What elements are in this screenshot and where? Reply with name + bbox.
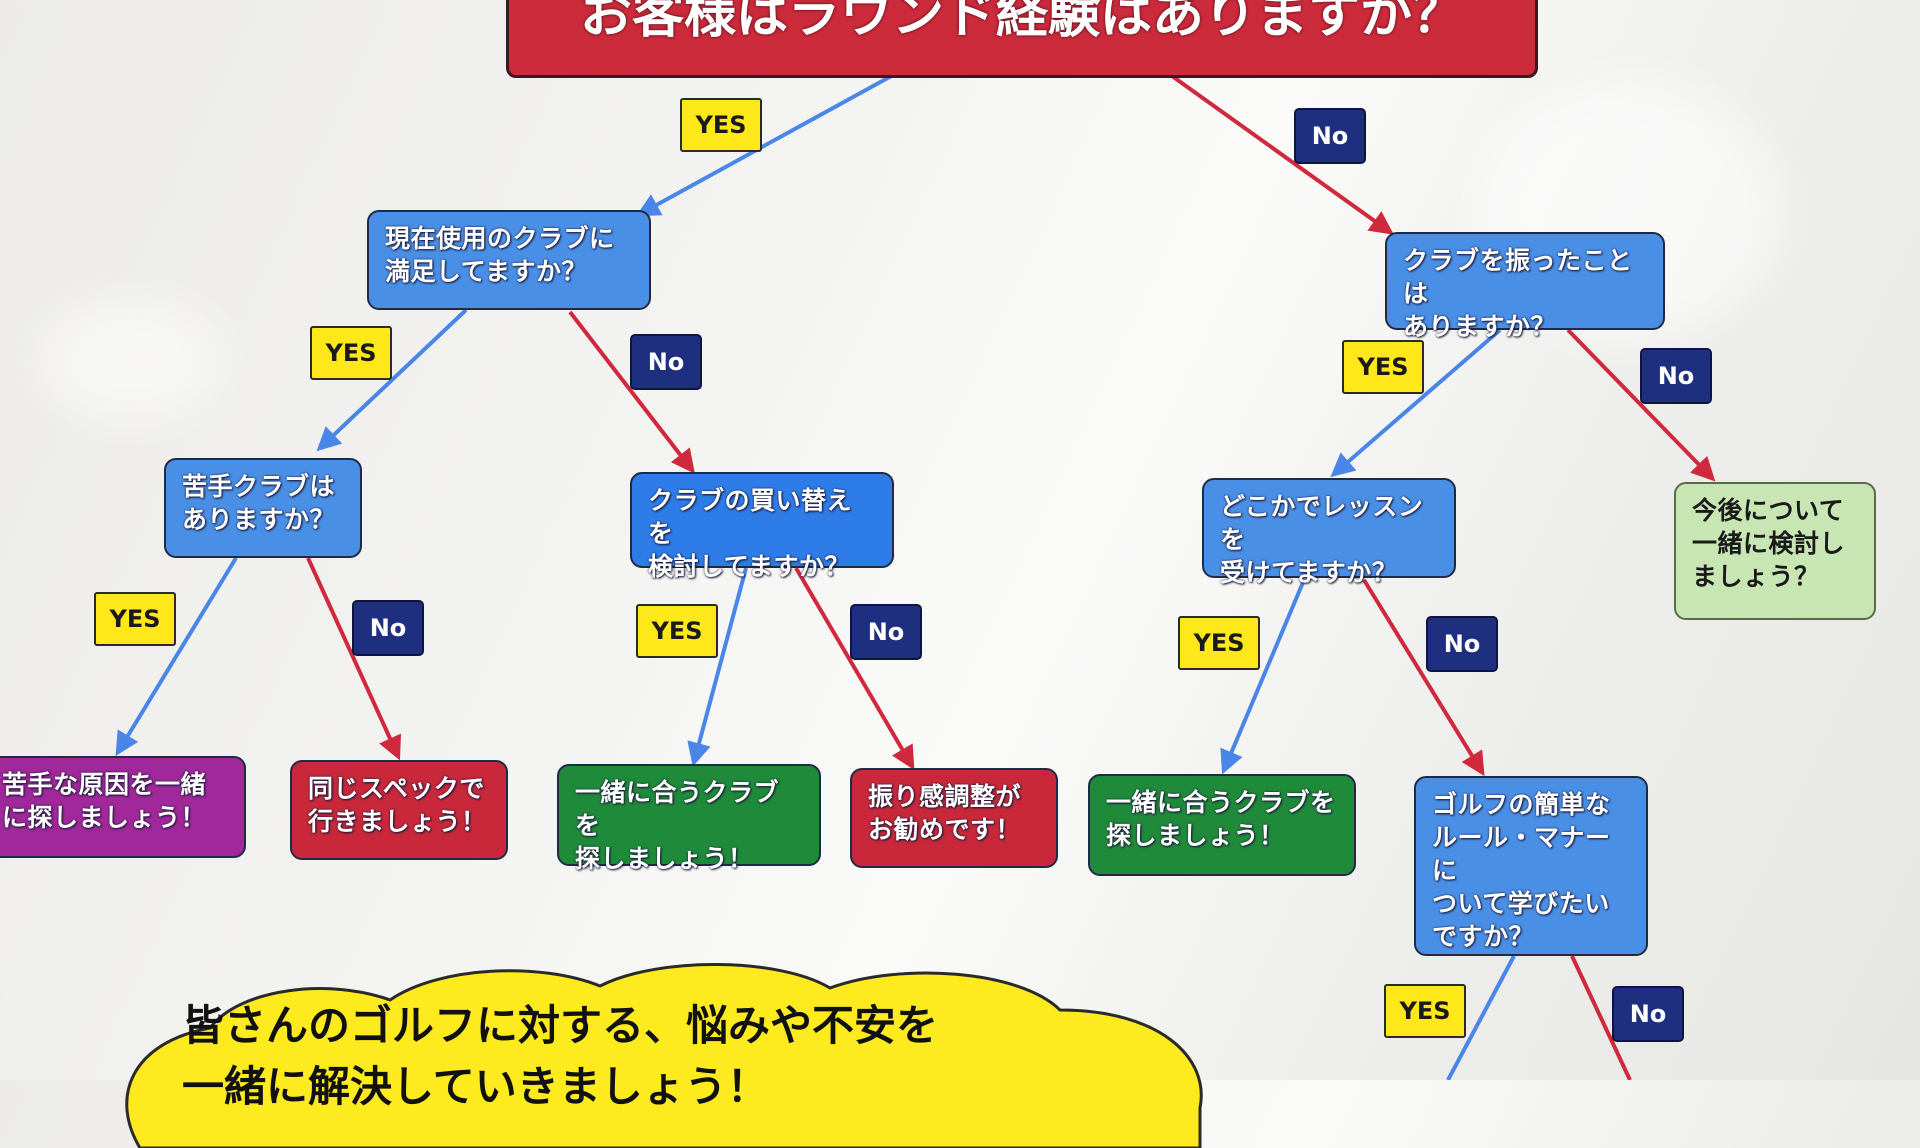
footer-message: 皆さんのゴルフに対する、悩みや不安を 一緒に解決していきましょう！ [182,1001,939,1111]
no-label: No [1426,616,1498,672]
result-find-cause: 苦手な原因を一緒 に探しましょう！ [0,756,246,858]
question-club-satisfied: 現在使用のクラブに 満足してますか？ [367,210,651,310]
result-find-club: 一緒に合うクラブを 探しましょう！ [557,764,821,873]
yes-label: YES [1342,340,1424,394]
question-lesson: どこかでレッスンを 受けてますか？ [1202,478,1456,587]
root-question: お客様はラウンド経験はありますか？ [506,0,1538,78]
yes-label: YES [1178,616,1260,670]
question-weak-club: 苦手クラブは ありますか？ [164,458,362,558]
no-label: No [1640,348,1712,404]
result-swing-adjust: 振り感調整が お勧めです！ [850,768,1058,868]
question-replace-club: クラブの買い替えを 検討してますか？ [630,472,894,581]
arrow-no [1362,578,1485,777]
yes-label: YES [680,98,762,152]
arrow-yes [115,556,238,757]
result-find-club: 一緒に合うクラブを 探しましょう！ [1088,774,1356,876]
no-label: No [850,604,922,660]
no-label: No [630,334,702,390]
question-swung-club: クラブを振ったことは ありますか？ [1385,232,1665,341]
no-label: No [1612,986,1684,1042]
arrow-no [794,566,915,771]
arrow-no [306,557,401,761]
arrow-yes [635,72,896,217]
result-future: 今後について 一緒に検討し ましょう？ [1674,482,1876,620]
arrow-yes [1220,579,1306,775]
question-rules: ゴルフの簡単な ルール・マナーに ついて学びたい ですか？ [1414,776,1648,956]
yes-label: YES [636,604,718,658]
arrow-yes [687,567,748,767]
yes-label: YES [1384,984,1466,1038]
yes-label: YES [94,592,176,646]
no-label: No [1294,108,1366,164]
result-same-spec: 同じスペックで 行きましょう！ [290,760,508,860]
yes-label: YES [310,326,392,380]
no-label: No [352,600,424,656]
